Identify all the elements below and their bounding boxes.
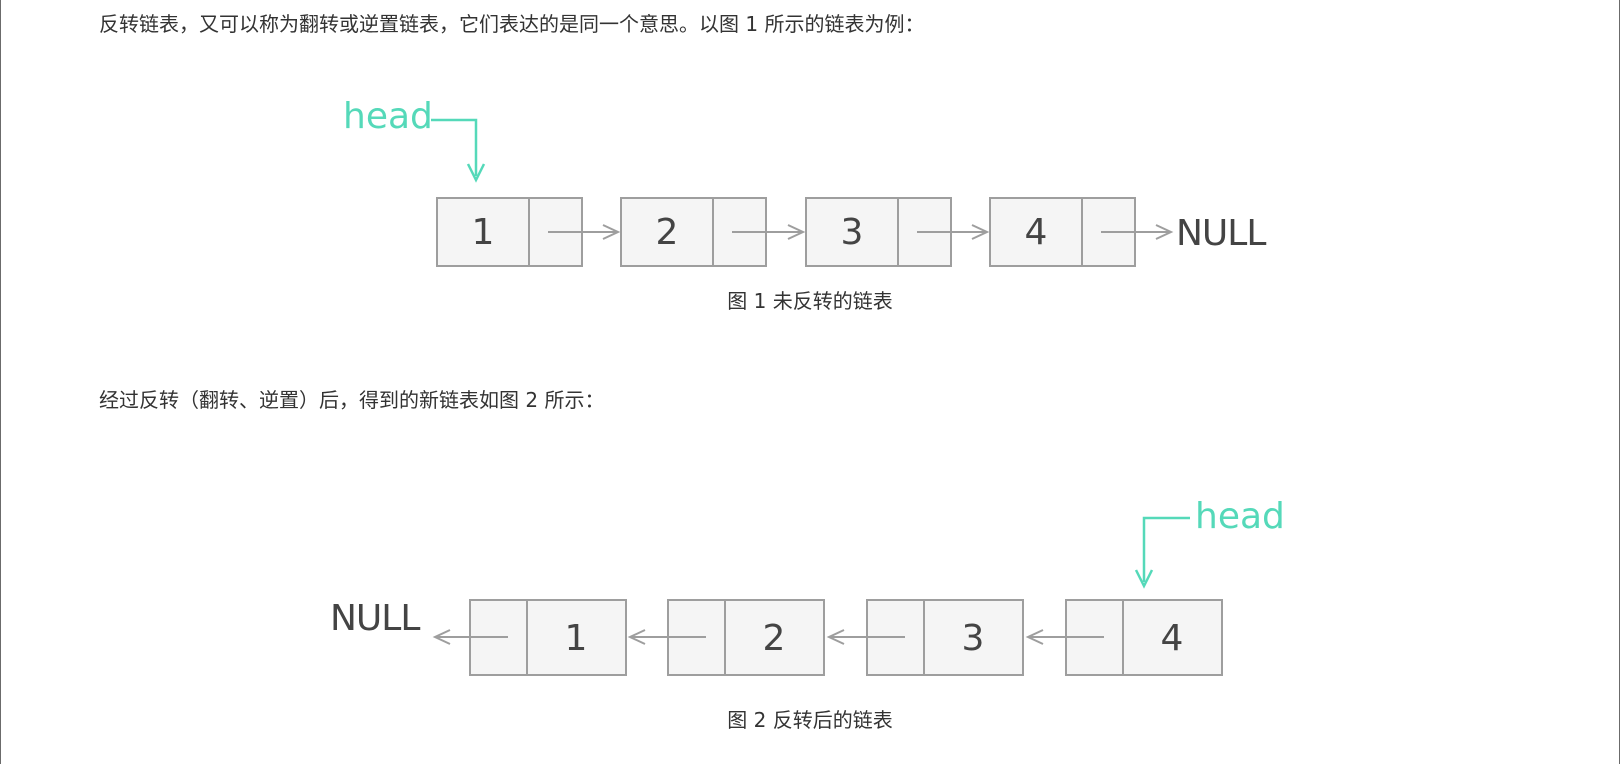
next-arrow <box>1101 224 1174 240</box>
next-arrow <box>732 224 806 240</box>
node-value: 1 <box>472 212 495 253</box>
list-node: 3 <box>866 599 1024 676</box>
node-data-cell <box>724 599 825 676</box>
list-node: 2 <box>620 197 767 267</box>
next-arrow <box>548 224 621 240</box>
head-pointer-arrowhead <box>1134 569 1154 589</box>
figure-2-caption: 图 2 反转后的链表 <box>727 708 893 732</box>
node-value: 3 <box>841 212 864 253</box>
head-label: head <box>1195 496 1285 537</box>
head-pointer-line <box>1142 516 1190 582</box>
node-data-cell <box>526 599 627 676</box>
figure-1-diagram: head 1 2 3 4 NULL <box>343 96 1267 267</box>
node-value: 4 <box>1161 618 1184 659</box>
after-paragraph: 经过反转（翻转、逆置）后，得到的新链表如图 2 所示： <box>99 388 605 412</box>
node-data-cell <box>923 599 1024 676</box>
head-pointer-line <box>431 118 478 176</box>
node-value: 3 <box>962 618 985 659</box>
list-node: 1 <box>436 197 583 267</box>
head-label: head <box>343 96 433 137</box>
node-value: 1 <box>565 618 588 659</box>
node-data-cell <box>989 197 1083 267</box>
null-label: NULL <box>1176 213 1266 254</box>
figure-2-diagram: head NULL 1 2 3 4 <box>330 496 1285 676</box>
intro-paragraph: 反转链表，又可以称为翻转或逆置链表，它们表达的是同一个意思。以图 1 所示的链表… <box>99 12 925 36</box>
head-pointer-arrowhead <box>466 163 486 183</box>
next-arrow <box>826 629 905 645</box>
figure-1-caption: 图 1 未反转的链表 <box>727 289 893 313</box>
next-arrow <box>432 629 508 645</box>
node-value: 4 <box>1025 212 1048 253</box>
node-value: 2 <box>656 212 679 253</box>
node-data-cell <box>805 197 899 267</box>
next-arrow <box>917 224 990 240</box>
node-data-cell <box>1122 599 1223 676</box>
null-label: NULL <box>330 598 420 639</box>
next-arrow <box>627 629 706 645</box>
next-arrow <box>1025 629 1104 645</box>
node-value: 2 <box>763 618 786 659</box>
